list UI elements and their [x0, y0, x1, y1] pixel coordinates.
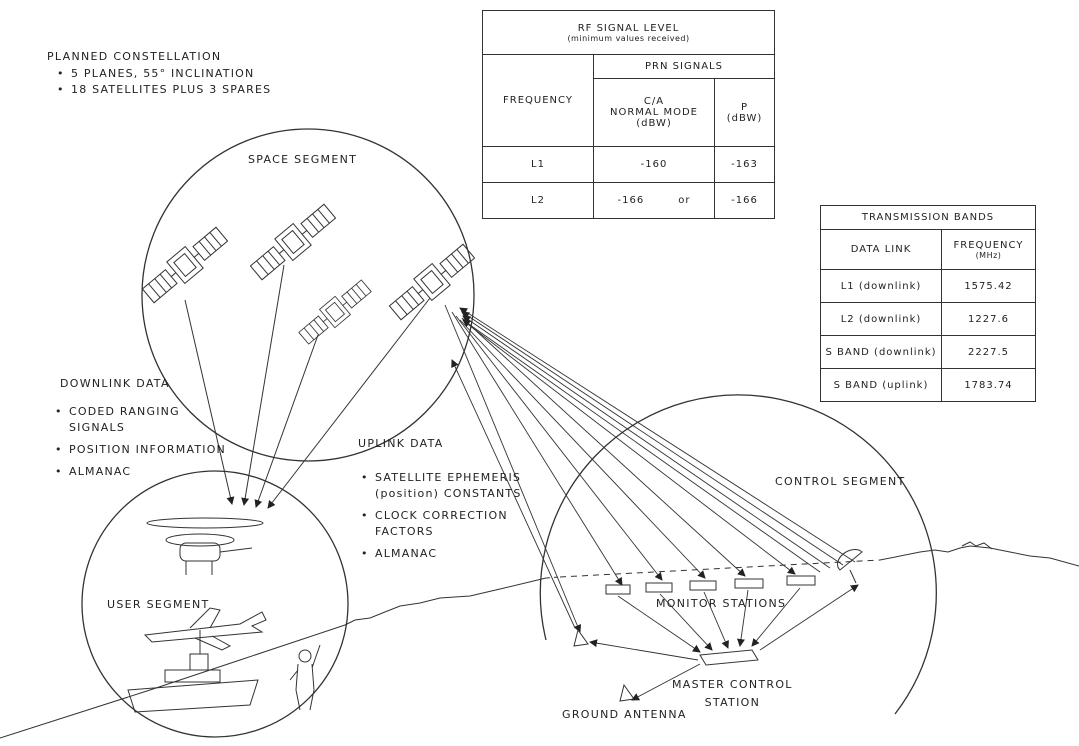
user-segment-circle [81, 470, 349, 738]
list-item: •CLOCK CORRECTION FACTORS [361, 509, 508, 538]
satellite-icon [249, 203, 337, 281]
constellation-list: •5 PLANES, 55° INCLINATION •18 SATELLITE… [57, 66, 271, 98]
table-row: L1 -160 -163 [482, 146, 775, 183]
list-item: •ALMANAC [361, 547, 438, 560]
control-links [589, 584, 859, 701]
constellation-title: PLANNED CONSTELLATION [47, 50, 222, 63]
frequency-mhz-header: FREQUENCY(MHz) [941, 229, 1036, 270]
list-item: •POSITION INFORMATION [55, 443, 226, 456]
uplink-data-title: UPLINK DATA [358, 437, 444, 450]
signal-level-table: RF SIGNAL LEVEL (minimum values received… [482, 10, 775, 219]
satellite-icon [141, 226, 229, 304]
ca-header: C/A NORMAL MODE (dBW) [593, 78, 715, 147]
table-row: S BAND (downlink)2227.5 [820, 335, 1036, 369]
uplink-downlink-lines [444, 304, 856, 633]
horizon-line [0, 541, 1079, 739]
ground-antenna-icons [573, 549, 863, 702]
control-segment-label: CONTROL SEGMENT [775, 475, 906, 488]
transmission-bands-table: TRANSMISSION BANDS DATA LINK FREQUENCY(M… [820, 205, 1036, 402]
table-row: S BAND (uplink)1783.74 [820, 368, 1036, 402]
p-header: P (dBW) [714, 78, 775, 147]
airplane-icon [143, 607, 267, 651]
signal-table-title: RF SIGNAL LEVEL [577, 22, 680, 34]
list-item: •5 PLANES, 55° INCLINATION [57, 67, 255, 80]
control-segment-circle [539, 394, 937, 715]
prn-header: PRN SIGNALS [593, 54, 775, 79]
downlink-data-list: •CODED RANGING SIGNALS •POSITION INFORMA… [55, 404, 226, 480]
monitor-station-icons [605, 575, 816, 595]
space-segment-label: SPACE SEGMENT [248, 153, 358, 166]
list-item: •18 SATELLITES PLUS 3 SPARES [57, 83, 272, 96]
table-row: L1 (downlink)1575.42 [820, 269, 1036, 303]
list-item: •CODED RANGING SIGNALS [55, 405, 180, 434]
data-link-header: DATA LINK [820, 229, 942, 270]
master-control-label: MASTER CONTROL STATION [672, 678, 793, 709]
user-segment-label: USER SEGMENT [107, 598, 210, 611]
ground-antenna-label: GROUND ANTENNA [562, 708, 687, 721]
bands-table-title: TRANSMISSION BANDS [820, 205, 1036, 230]
uplink-data-list: •SATELLITE EPHEMERIS (position) CONSTANT… [361, 470, 522, 562]
downlink-data-title: DOWNLINK DATA [60, 377, 170, 390]
signal-table-subtitle: (minimum values received) [567, 33, 690, 43]
soldier-icon [289, 644, 321, 711]
helicopter-icon [146, 517, 264, 575]
satellite-icon [388, 243, 476, 321]
frequency-header: FREQUENCY [482, 54, 594, 147]
list-item: •SATELLITE EPHEMERIS (position) CONSTANT… [361, 471, 522, 500]
ship-icon [127, 630, 259, 713]
space-segment-circle [141, 128, 475, 462]
downlink-arrows [184, 264, 431, 509]
list-item: •ALMANAC [55, 465, 132, 478]
monitor-stations-label: MONITOR STATIONS [656, 597, 787, 610]
table-row: L2 (downlink)1227.6 [820, 302, 1036, 336]
signal-table-title-cell: RF SIGNAL LEVEL (minimum values received… [482, 10, 775, 55]
satellite-icon [298, 279, 372, 345]
master-control-station-icon [699, 649, 759, 666]
